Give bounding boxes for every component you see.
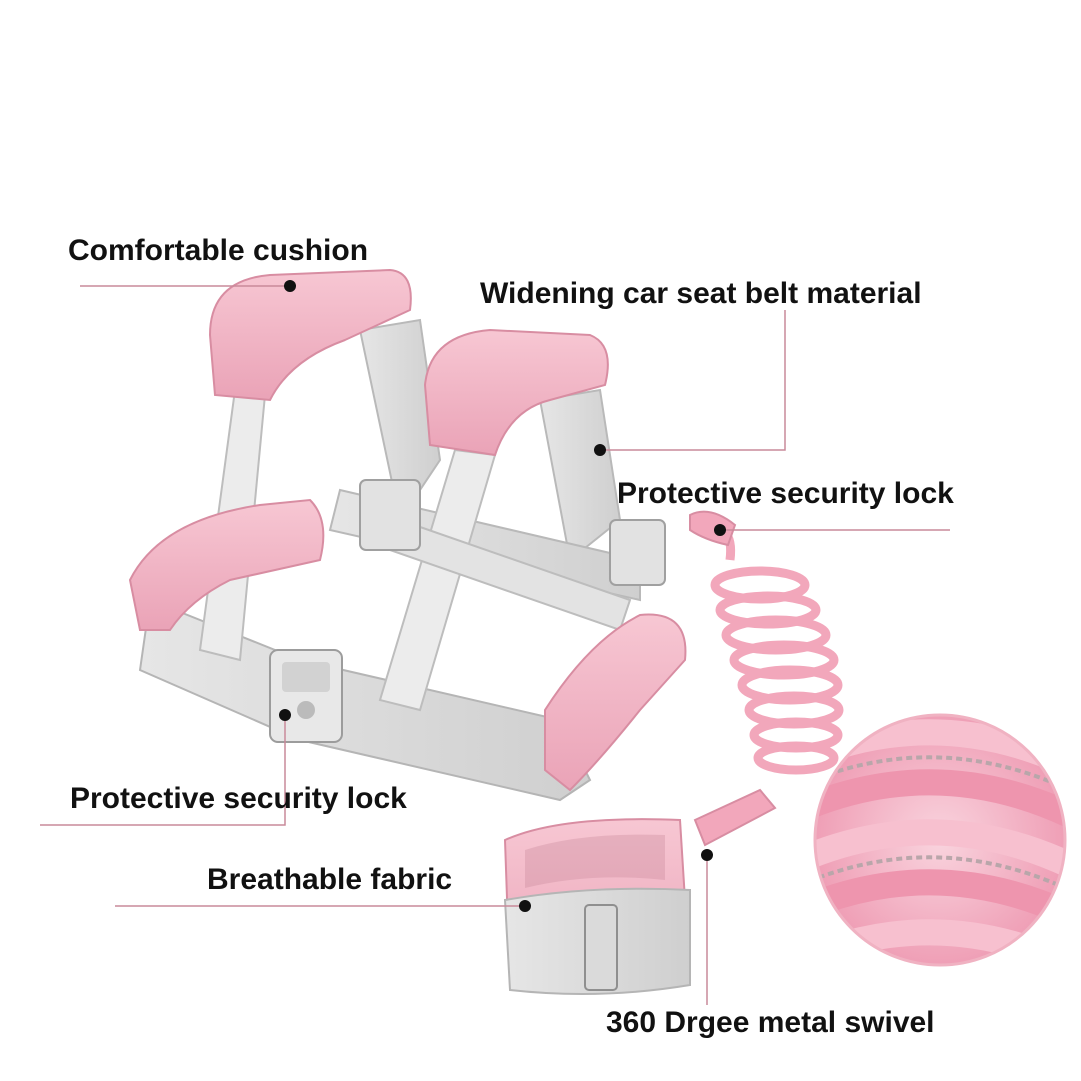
leash-connector bbox=[689, 510, 777, 847]
callout-dots bbox=[279, 280, 726, 912]
label-breathable-fabric: Breathable fabric bbox=[207, 863, 453, 896]
waist-cushions bbox=[128, 498, 687, 792]
wrist-cuff bbox=[503, 818, 692, 995]
label-metal-swivel: 360 Drgee metal swivel bbox=[606, 1006, 935, 1039]
callout-leaders bbox=[40, 285, 950, 1005]
label-comfortable-cushion: Comfortable cushion bbox=[68, 234, 369, 267]
buckle-back bbox=[359, 479, 666, 586]
coil-zoom-inset bbox=[813, 713, 1067, 967]
buckle-front bbox=[269, 649, 343, 743]
coiled-leash bbox=[698, 523, 844, 775]
label-security-lock-right: Protective security lock bbox=[617, 477, 954, 510]
label-seat-belt-material: Widening car seat belt material bbox=[480, 277, 922, 310]
shoulder-cushions bbox=[208, 268, 609, 457]
chest-belt bbox=[138, 598, 592, 802]
label-security-lock-left: Protective security lock bbox=[70, 782, 407, 815]
